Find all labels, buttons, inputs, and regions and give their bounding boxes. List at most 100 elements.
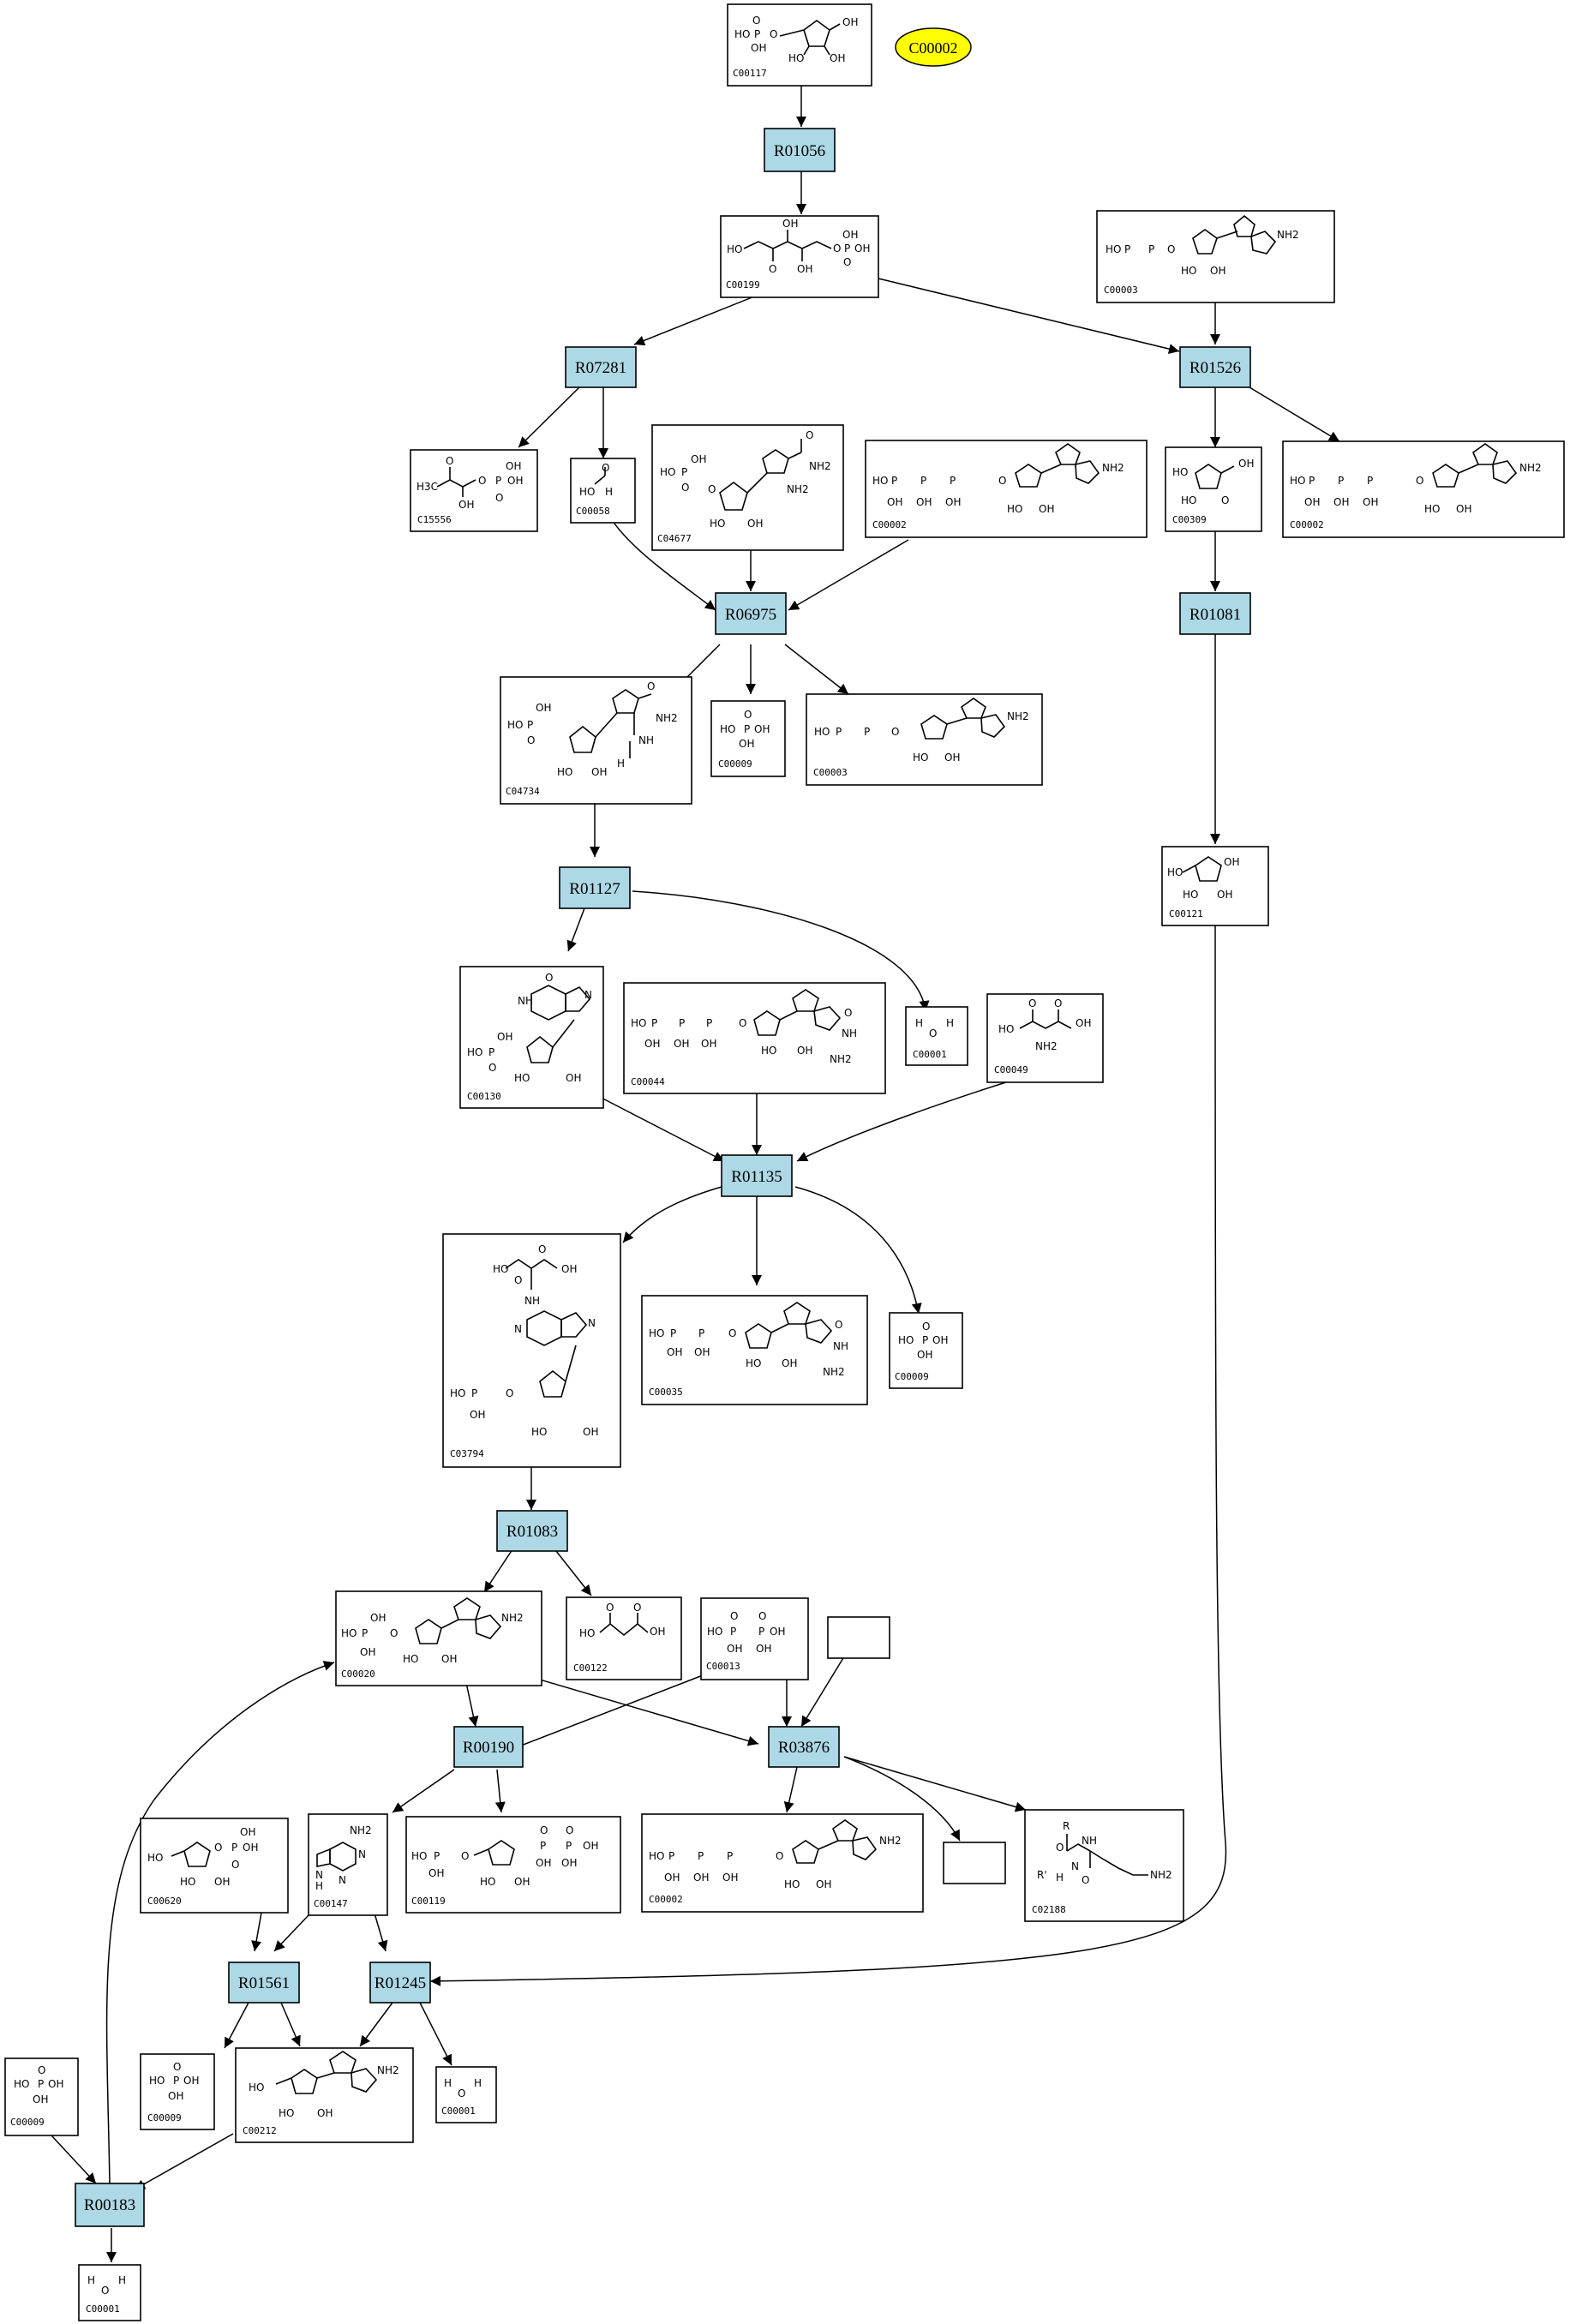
structure-c00013: HO P P O O OH OH OH bbox=[707, 1610, 785, 1655]
compound-C00035[interactable]: C00035 HO P P OH OH O O NH NH2 HO OH bbox=[641, 1295, 868, 1405]
reaction-R06975[interactable]: R06975 bbox=[715, 592, 787, 635]
svg-text:C00212: C00212 bbox=[243, 2125, 277, 2136]
svg-text:O: O bbox=[922, 1321, 930, 1333]
compound-C00121[interactable]: C00121 HO OH HO OH bbox=[1161, 846, 1269, 926]
svg-text:OH: OH bbox=[1076, 1017, 1091, 1029]
reaction-R01526[interactable]: R01526 bbox=[1179, 346, 1251, 388]
compound-C00002-a[interactable]: C00002 HO P P P OH OH OH O HO OH NH2 bbox=[865, 440, 1148, 538]
compound-C00620[interactable]: C00620 HO O P OH OH O HO OH bbox=[140, 1818, 289, 1914]
compound-C00002-b[interactable]: C00002 HO P P P OH OH OH O HO OH NH2 bbox=[1282, 440, 1565, 538]
compound-C00020[interactable]: C00020 HO P OH OH O NH2 HO OH bbox=[335, 1590, 542, 1686]
structure-c00009-a: O P HO OH OH bbox=[720, 709, 770, 750]
reaction-R03876[interactable]: R03876 bbox=[768, 1726, 840, 1768]
svg-text:O: O bbox=[458, 2087, 465, 2099]
svg-text:OH: OH bbox=[1039, 503, 1054, 515]
svg-text:O: O bbox=[744, 709, 752, 721]
reaction-R01127[interactable]: R01127 bbox=[559, 866, 631, 909]
svg-text:OH: OH bbox=[887, 496, 902, 508]
compound-unlabeled-b[interactable] bbox=[943, 1842, 1006, 1884]
svg-text:P: P bbox=[679, 1017, 685, 1029]
svg-text:P: P bbox=[758, 1626, 764, 1638]
reaction-R01135[interactable]: R01135 bbox=[721, 1154, 793, 1197]
svg-text:C00002: C00002 bbox=[908, 39, 957, 57]
structure-c00147: NH2 N N H N bbox=[315, 1824, 372, 1892]
compound-C00212[interactable]: C00212 HO NH2 HO OH bbox=[235, 2047, 414, 2143]
compound-C00002-c[interactable]: C00002 HO P P P OH OH OH O HO OH NH2 bbox=[641, 1813, 924, 1913]
svg-text:C00620: C00620 bbox=[147, 1896, 182, 1907]
structure-c00002-b: HO P P P OH OH OH O HO OH NH2 bbox=[1290, 443, 1542, 515]
svg-text:O: O bbox=[514, 1274, 522, 1286]
structure-c00003-top: HO P P O HO OH NH2 bbox=[1106, 214, 1299, 277]
reaction-R01056[interactable]: R01056 bbox=[764, 128, 836, 172]
svg-text:C04677: C04677 bbox=[657, 533, 692, 544]
structure-c00058: O HO H bbox=[579, 462, 613, 498]
svg-text:C04734: C04734 bbox=[506, 786, 540, 797]
svg-text:OH: OH bbox=[317, 2107, 333, 2119]
svg-text:HO: HO bbox=[1181, 494, 1196, 506]
svg-text:O: O bbox=[1221, 494, 1229, 506]
svg-text:O: O bbox=[390, 1627, 398, 1639]
svg-text:P: P bbox=[1148, 243, 1154, 255]
svg-text:R03876: R03876 bbox=[778, 1739, 830, 1757]
compound-C00009-d[interactable]: C00009 O P HO OH OH bbox=[4, 2057, 79, 2136]
svg-text:HO: HO bbox=[480, 1876, 495, 1888]
svg-text:OH: OH bbox=[214, 1876, 230, 1888]
reaction-R01561[interactable]: R01561 bbox=[228, 1962, 300, 2004]
svg-text:OH: OH bbox=[1363, 496, 1378, 508]
compound-C00001-b[interactable]: C00001 H O H bbox=[435, 2066, 497, 2123]
compound-C00117[interactable]: C00117 HO P O OH O OH HO OH bbox=[727, 3, 872, 87]
compound-C00130[interactable]: C00130 O NH N HO P OH O HO OH bbox=[459, 966, 604, 1109]
structure-c00119: HO P OH O P P OH O O OH OH HO OH bbox=[411, 1824, 598, 1888]
compound-C00058[interactable]: C00058 O HO H bbox=[570, 458, 636, 524]
compound-C02188[interactable]: C02188 R O NH N R' H O NH2 bbox=[1024, 1809, 1184, 1922]
svg-text:HO: HO bbox=[1181, 265, 1196, 277]
svg-text:HO: HO bbox=[403, 1653, 418, 1665]
svg-text:P: P bbox=[891, 475, 897, 487]
compound-C00309[interactable]: C00309 HO OH HO O bbox=[1165, 446, 1262, 532]
compound-C00119[interactable]: C00119 HO P OH O P P OH O O OH OH HO OH bbox=[405, 1816, 621, 1914]
svg-text:OH: OH bbox=[1333, 496, 1349, 508]
compound-C00009-b[interactable]: C00009 O P HO OH OH bbox=[889, 1312, 963, 1389]
svg-text:HO: HO bbox=[579, 486, 595, 498]
compound-C03794[interactable]: C03794 HO O O OH NH N N HO P OH O HO OH bbox=[442, 1233, 621, 1468]
reaction-R01245[interactable]: R01245 bbox=[369, 1962, 431, 2004]
svg-text:OH: OH bbox=[441, 1653, 457, 1665]
reaction-R01083[interactable]: R01083 bbox=[496, 1510, 568, 1552]
svg-text:P: P bbox=[651, 1017, 657, 1029]
compound-C00003-top[interactable]: C00003 HO P P O HO OH NH2 bbox=[1096, 210, 1335, 303]
compound-C00009-a[interactable]: C00009 O P HO OH OH bbox=[710, 700, 786, 777]
svg-text:C00122: C00122 bbox=[573, 1662, 608, 1674]
compound-C00001-a[interactable]: C00001 H O H bbox=[905, 1006, 968, 1066]
reaction-R07281[interactable]: R07281 bbox=[565, 346, 637, 388]
highlight-C00002[interactable]: C00002 bbox=[895, 27, 972, 67]
svg-text:P: P bbox=[836, 726, 842, 738]
structure-c00002-a: HO P P P OH OH OH O HO OH NH2 bbox=[872, 443, 1124, 515]
svg-text:O: O bbox=[461, 1850, 469, 1862]
reaction-R01081[interactable]: R01081 bbox=[1179, 592, 1251, 635]
compound-C00044[interactable]: C00044 HO P P P OH OH OH O O NH NH2 HO O… bbox=[623, 982, 886, 1094]
compound-C15556[interactable]: C15556 H3C O OH O P OH OH O bbox=[410, 449, 538, 532]
compound-C00147[interactable]: C00147 NH2 N N H N bbox=[308, 1813, 388, 1916]
svg-text:P: P bbox=[698, 1850, 704, 1862]
svg-text:O: O bbox=[844, 1007, 852, 1019]
svg-text:NH2: NH2 bbox=[879, 1835, 902, 1847]
compound-C00013[interactable]: C00013 HO P P O O OH OH OH bbox=[700, 1597, 809, 1680]
svg-text:OH: OH bbox=[470, 1409, 485, 1421]
reaction-R00190[interactable]: R00190 bbox=[453, 1726, 524, 1768]
compound-C00199[interactable]: C00199 HO O OH OH O P OH OH O bbox=[720, 215, 879, 298]
svg-text:OH: OH bbox=[842, 16, 858, 28]
svg-text:OH: OH bbox=[756, 1643, 771, 1655]
compound-C00122[interactable]: C00122 HO O O OH bbox=[566, 1596, 682, 1680]
compound-C04677[interactable]: C04677 HO P OH O O O NH2 NH2 HO OH bbox=[651, 424, 844, 551]
compound-C04734[interactable]: C04734 HO P OH O O NH2 NH H HO OH bbox=[500, 676, 692, 805]
compound-C00049[interactable]: C00049 HO O O OH NH2 bbox=[986, 993, 1104, 1083]
reaction-R00183[interactable]: R00183 bbox=[75, 2183, 145, 2227]
svg-text:NH2: NH2 bbox=[1519, 462, 1542, 474]
compound-C00003-b[interactable]: C00003 HO P P O HO OH NH2 bbox=[806, 693, 1043, 786]
structure-c00001-b: H O H bbox=[444, 2077, 482, 2099]
compound-C00001-c[interactable]: C00001 H O H bbox=[78, 2264, 141, 2321]
svg-text:P: P bbox=[864, 726, 870, 738]
svg-text:NH2: NH2 bbox=[1007, 710, 1029, 722]
compound-unlabeled-a[interactable] bbox=[827, 1616, 890, 1659]
compound-C00009-c[interactable]: C00009 O P HO OH OH bbox=[140, 2053, 215, 2130]
